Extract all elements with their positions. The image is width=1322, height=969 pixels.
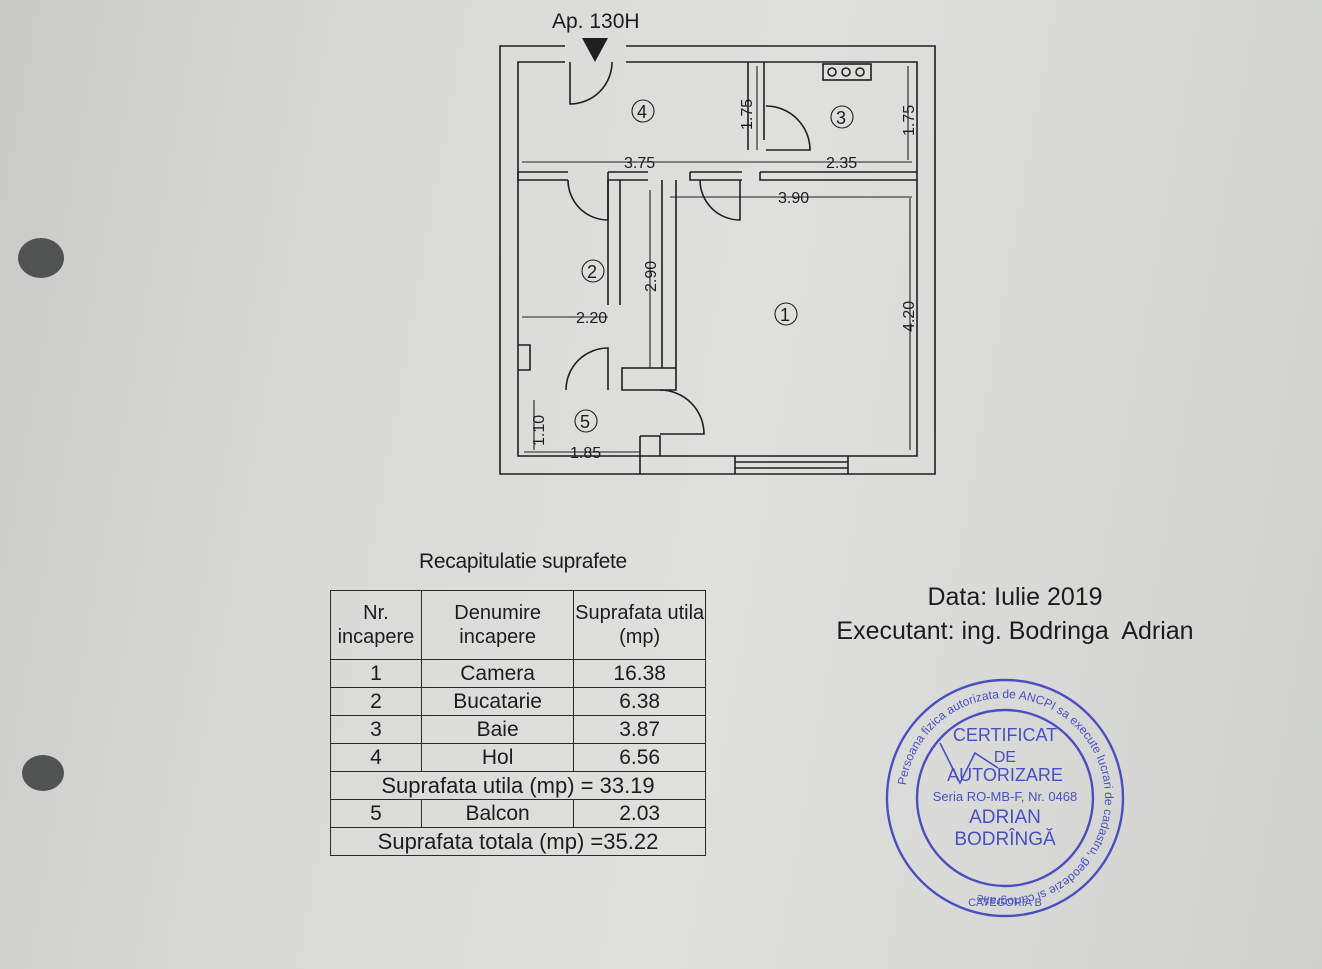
table-row: 2 Bucatarie 6.38	[330, 687, 706, 716]
total-cell: Suprafata totala (mp) =35.22	[330, 827, 706, 856]
document-date: Data: Iulie 2019	[927, 583, 1103, 611]
dim-baie-height: 1.75	[901, 105, 918, 136]
total-row: Suprafata totala (mp) =35.22	[330, 827, 706, 856]
document-meta: Data: Iulie 2019 Executant: ing. Bodring…	[820, 580, 1210, 648]
door-bucatarie	[567, 179, 609, 221]
table-row: 5 Balcon 2.03	[330, 799, 706, 828]
wall-balcony	[639, 435, 661, 474]
dim-bucatarie-width: 2.20	[576, 310, 607, 327]
header-denumire: Denumire incapere	[420, 590, 575, 660]
stamp-series: Seria RO-MB-F, Nr. 0468	[933, 789, 1078, 804]
dim-camera-height: 4.20	[901, 301, 918, 332]
room-number-5: 5	[580, 412, 590, 432]
cell-name: Camera	[420, 659, 575, 688]
sink-icon	[822, 63, 872, 81]
stamp-category: CATEGORIA B	[968, 897, 1042, 909]
stamp-line-3: AUTORIZARE	[947, 765, 1063, 785]
cell-name: Bucatarie	[420, 687, 575, 716]
cell-area: 16.38	[573, 659, 706, 688]
table-header-row: Nr. incapere Denumire incapere Suprafata…	[330, 590, 706, 660]
stamp-name-1: ADRIAN	[969, 807, 1041, 828]
stamp-line-1: CERTIFICAT	[953, 725, 1057, 745]
door-camera-balcon	[659, 389, 705, 435]
floor-plan: Ap. 130H 4 3 2 1 5 3.75 2.35 3.90 2.20 1…	[499, 10, 936, 475]
wall-hol-baie	[747, 62, 765, 150]
wall-pier	[621, 367, 677, 391]
wall-bucatarie-camera	[661, 180, 677, 368]
subtotal-row: Suprafata utila (mp) = 33.19	[330, 771, 706, 800]
subtotal-cell: Suprafata utila (mp) = 33.19	[330, 771, 706, 800]
door-entrance	[569, 61, 613, 105]
dim-balcon-height: 1.10	[531, 415, 548, 446]
room-number-4: 4	[637, 102, 647, 122]
dim-hol-height: 1.75	[739, 99, 756, 130]
dim-hol-width: 3.75	[624, 155, 655, 172]
cell-nr: 1	[330, 659, 422, 688]
door-balcon	[565, 347, 609, 391]
door-camera	[699, 179, 741, 221]
authorization-stamp: Persoana fizica autorizata de ANCPI sa e…	[885, 678, 1125, 918]
cell-name: Balcon	[420, 799, 575, 828]
room-number-1: 1	[780, 305, 790, 325]
cell-name: Baie	[420, 715, 575, 744]
cell-nr: 5	[330, 799, 422, 828]
document-executant: Executant: ing. Bodringa Adrian	[836, 617, 1194, 645]
cell-nr: 3	[330, 715, 422, 744]
balcony-box	[518, 344, 531, 371]
table-row: 1 Camera 16.38	[330, 659, 706, 688]
entrance-arrow-icon	[582, 38, 608, 62]
wall-bucatarie-left	[607, 180, 621, 305]
area-table: Nr. incapere Denumire incapere Suprafata…	[330, 590, 706, 856]
room-number-2: 2	[587, 262, 597, 282]
recap-title: Recapitulatie suprafete	[419, 550, 627, 573]
cell-name: Hol	[420, 743, 575, 772]
dim-bucatarie-height: 2.90	[643, 261, 660, 292]
stamp-line-2: DE	[994, 749, 1016, 766]
room-number-3: 3	[836, 108, 846, 128]
cell-area: 6.38	[573, 687, 706, 716]
cell-area: 6.56	[573, 743, 706, 772]
signature-scribble	[939, 742, 999, 785]
table-row: 3 Baie 3.87	[330, 715, 706, 744]
dim-baie-width: 2.35	[826, 155, 857, 172]
header-nr: Nr. incapere	[330, 590, 422, 660]
wall-horizontal	[517, 172, 917, 181]
cell-area: 3.87	[573, 715, 706, 744]
cell-nr: 2	[330, 687, 422, 716]
outer-wall	[499, 45, 936, 475]
window	[734, 456, 849, 474]
cell-nr: 4	[330, 743, 422, 772]
table-row: 4 Hol 6.56	[330, 743, 706, 772]
apartment-label: Ap. 130H	[552, 10, 640, 33]
door-baie	[765, 105, 811, 151]
dim-camera-width: 3.90	[778, 190, 809, 207]
dim-balcon-width: 1.85	[570, 445, 601, 462]
cell-area: 2.03	[573, 799, 706, 828]
stamp-name-2: BODRÎNGĂ	[954, 828, 1056, 850]
outer-wall-inner	[517, 61, 918, 457]
binder-hole-top	[18, 238, 64, 278]
binder-hole-bottom	[22, 755, 64, 791]
header-suprafata: Suprafata utila (mp)	[573, 590, 706, 660]
